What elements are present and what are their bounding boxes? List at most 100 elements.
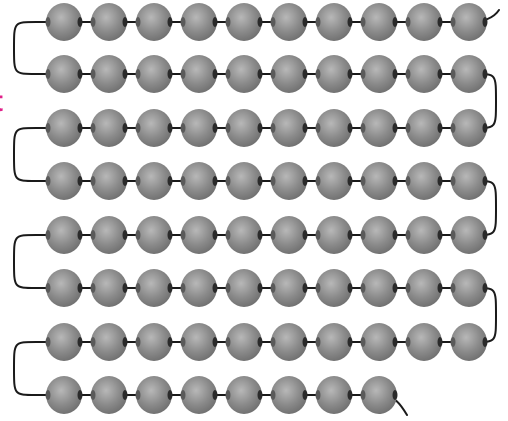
bead-hole-left	[226, 176, 231, 186]
bead	[361, 269, 398, 307]
bead-hole-right	[213, 123, 218, 133]
bead	[316, 3, 353, 41]
bead-body	[451, 216, 487, 254]
bead-hole-right	[123, 69, 128, 79]
bead-hole-right	[168, 17, 173, 27]
bead-hole-right	[303, 283, 308, 293]
bead-hole-right	[258, 390, 263, 400]
bead-hole-right	[213, 337, 218, 347]
bead-body	[136, 3, 172, 41]
bead-hole-left	[181, 390, 186, 400]
bead-hole-right	[123, 17, 128, 27]
bead	[406, 3, 443, 41]
bead-hole-right	[438, 123, 443, 133]
bead-body	[361, 216, 397, 254]
bead-hole-left	[91, 230, 96, 240]
bead-hole-left	[406, 283, 411, 293]
bead	[136, 3, 173, 41]
bead-hole-right	[393, 69, 398, 79]
bead-hole-right	[123, 390, 128, 400]
bead-hole-right	[213, 283, 218, 293]
bead	[451, 55, 488, 93]
bead-hole-left	[46, 230, 51, 240]
bead-hole-left	[451, 123, 456, 133]
bead-hole-right	[438, 230, 443, 240]
bead	[91, 269, 128, 307]
bead	[136, 376, 173, 414]
bead	[136, 162, 173, 200]
bead	[316, 269, 353, 307]
bead-hole-right	[123, 230, 128, 240]
bead-body	[361, 109, 397, 147]
bead	[136, 216, 173, 254]
bead-hole-left	[316, 17, 321, 27]
bead-body	[271, 3, 307, 41]
bead	[451, 109, 488, 147]
bead-body	[181, 3, 217, 41]
bead-hole-left	[406, 69, 411, 79]
bead-hole-right	[303, 337, 308, 347]
bead	[316, 55, 353, 93]
bead-hole-right	[303, 123, 308, 133]
bead-hole-right	[393, 17, 398, 27]
bead-body	[451, 109, 487, 147]
bead-hole-right	[213, 69, 218, 79]
bead-body	[316, 376, 352, 414]
bead	[451, 3, 488, 41]
bead	[361, 323, 398, 361]
bead	[361, 162, 398, 200]
bead-hole-left	[271, 69, 276, 79]
bead-body	[91, 376, 127, 414]
bead	[451, 162, 488, 200]
bead-hole-right	[303, 230, 308, 240]
bead-hole-right	[213, 176, 218, 186]
bead	[271, 162, 308, 200]
bead-hole-left	[361, 390, 366, 400]
bead-hole-right	[438, 283, 443, 293]
bead	[271, 216, 308, 254]
bead-hole-right	[78, 123, 83, 133]
bead	[406, 323, 443, 361]
bead-hole-left	[361, 230, 366, 240]
bead-hole-left	[316, 283, 321, 293]
bead-hole-left	[226, 337, 231, 347]
bead-hole-left	[46, 390, 51, 400]
bead	[181, 162, 218, 200]
bead-hole-right	[348, 176, 353, 186]
bead-body	[91, 216, 127, 254]
bead	[226, 216, 263, 254]
bead-body	[181, 162, 217, 200]
bead	[181, 3, 218, 41]
bead-hole-right	[303, 17, 308, 27]
bead-body	[226, 55, 262, 93]
bead	[136, 109, 173, 147]
bead-body	[316, 3, 352, 41]
bead-body	[91, 3, 127, 41]
bead-hole-left	[226, 283, 231, 293]
bead-body	[46, 3, 82, 41]
bead-hole-left	[316, 69, 321, 79]
bead	[361, 3, 398, 41]
bead	[226, 269, 263, 307]
bead-hole-left	[316, 123, 321, 133]
bead-hole-right	[258, 176, 263, 186]
bead-hole-left	[406, 17, 411, 27]
bead-hole-right	[168, 390, 173, 400]
bead-hole-left	[136, 123, 141, 133]
bead-hole-right	[393, 283, 398, 293]
bead-body	[46, 55, 82, 93]
bead-hole-left	[361, 337, 366, 347]
bead-body	[406, 55, 442, 93]
bead	[361, 109, 398, 147]
bead-hole-right	[78, 230, 83, 240]
bead-hole-left	[46, 17, 51, 27]
bead	[46, 376, 83, 414]
bead-body	[451, 269, 487, 307]
bead-hole-right	[438, 69, 443, 79]
bead-body	[361, 162, 397, 200]
bead-hole-left	[451, 337, 456, 347]
bead-hole-left	[406, 176, 411, 186]
bead	[226, 3, 263, 41]
bead-hole-right	[213, 230, 218, 240]
bead	[46, 323, 83, 361]
